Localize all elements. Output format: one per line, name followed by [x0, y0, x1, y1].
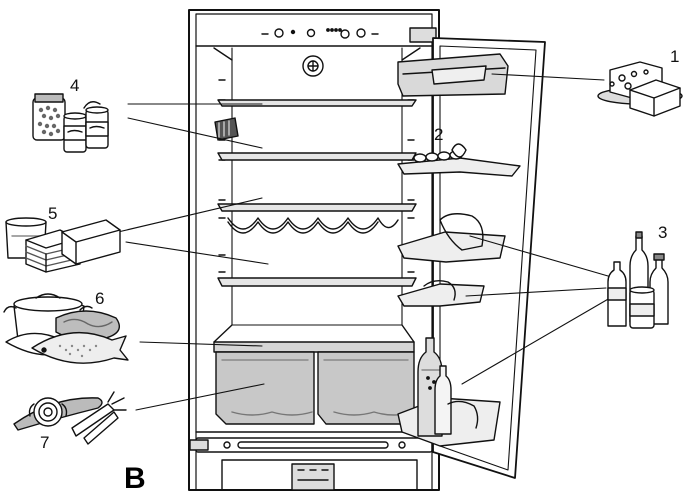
shelf-third: [217, 203, 417, 212]
callout-number-5: 5: [48, 204, 57, 223]
butter-dish-icon: [214, 117, 239, 141]
bottle-rack: [227, 217, 399, 234]
meat-fish-icon: [3, 293, 129, 364]
door-shelf-middle: [397, 213, 506, 263]
dairy-cake-icon: [5, 217, 121, 273]
control-panel: [195, 28, 433, 47]
fridge-door: [397, 37, 546, 479]
door-shelf-lower: [397, 279, 485, 307]
vegetables-icon: [13, 391, 127, 445]
crisper-drawer-left: [215, 351, 315, 425]
callout-number-2: 2: [434, 125, 443, 144]
door-bottle-shelf: [397, 337, 501, 447]
callout-number-6: 6: [95, 289, 104, 308]
fridge-cabinet: [188, 9, 440, 491]
shelf-top: [217, 99, 417, 107]
jars-cans-icon: [32, 93, 109, 153]
shelf-second: [217, 152, 417, 161]
callout-number-1: 1: [670, 47, 679, 66]
callout-number-7: 7: [40, 433, 49, 452]
callout-number-3: 3: [658, 223, 667, 242]
bottles-cans-icon: [607, 231, 669, 329]
egg-tray: [397, 143, 521, 177]
callout-lines: [117, 73, 611, 411]
fan-icon: [302, 55, 324, 77]
figure-label: B: [124, 462, 146, 495]
shelf-fourth: [217, 277, 417, 287]
callout-number-4: 4: [70, 76, 79, 95]
cheese-butter-icon: [597, 61, 683, 117]
crisper-drawer-right: [317, 351, 415, 425]
dairy-compartment: [397, 53, 509, 97]
